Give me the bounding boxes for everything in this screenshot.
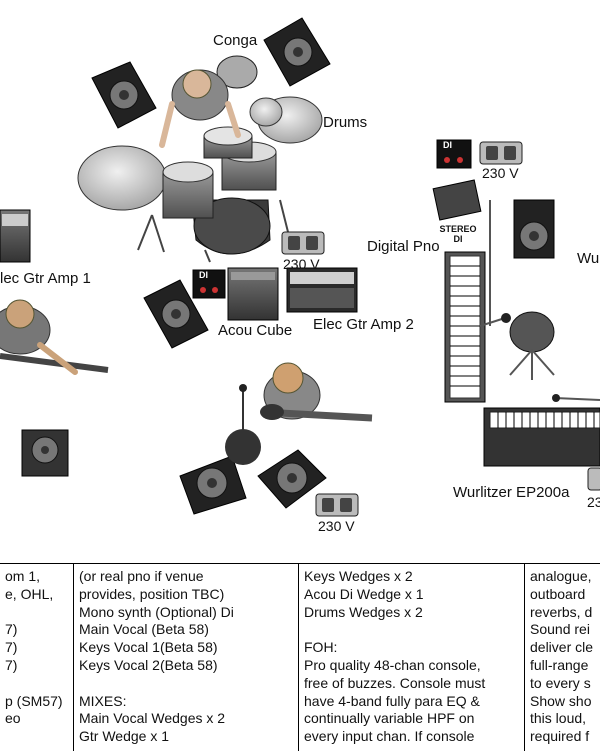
note-line: Acou Di Wedge x 1 [304, 585, 424, 602]
monitor-wedge-4 [179, 455, 247, 515]
power-outlet-3 [315, 493, 359, 517]
note-line: Show sho [530, 692, 592, 709]
monitor-wedge-5 [257, 449, 327, 509]
power-outlet-2 [479, 141, 523, 165]
digital-piano [444, 251, 486, 403]
notes-column-2: (or real pno if venue provides, position… [73, 564, 298, 751]
stage-plot-graphics [0, 17, 600, 517]
label-acou-cube: Acou Cube [218, 322, 293, 339]
monitor-wedge-3 [143, 279, 209, 349]
di-box-left [192, 269, 226, 299]
note-line: e, OHL, [5, 585, 54, 602]
mic-stand-center [225, 384, 261, 465]
stage-plot-diagram: Conga Drums lec Gtr Amp 1 Acou Cube Elec… [0, 17, 600, 534]
label-conga: Conga [213, 32, 258, 49]
note-line: eo [5, 710, 21, 727]
note-line: Main Vocal Wedges x 2 [79, 710, 226, 727]
note-line: Sound rei [530, 621, 590, 638]
power-label-3: 230 V [318, 518, 355, 534]
note-line: MIXES: [79, 692, 127, 709]
label-elec-gtr-amp-2: Elec Gtr Amp 2 [313, 316, 414, 333]
note-line: om 1, [5, 568, 41, 584]
note-line: continually variable HPF on [304, 710, 475, 727]
note-line: p (SM57) [5, 692, 63, 709]
note-line: Gtr Wedge x 1 [79, 728, 170, 745]
note-line: free of buzzes. Console must [304, 674, 486, 691]
note-line: deliver cle [530, 639, 594, 656]
monitor-wedge-1 [91, 61, 157, 129]
note-line: (or real pno if venue [79, 568, 204, 584]
note-line: have 4-band fully para EQ & [304, 692, 480, 709]
stereo-di-line1: STEREO [439, 224, 477, 234]
drummer-figure [159, 69, 241, 148]
note-line: to every s [530, 674, 591, 691]
di-box-right [436, 139, 472, 169]
note-line: Mono synth (Optional) Di [79, 603, 234, 620]
label-drums: Drums [323, 114, 368, 131]
label-di-left: DI [199, 270, 208, 280]
note-line [5, 604, 69, 622]
power-label-4: 23 [587, 494, 600, 510]
note-line: Pro quality 48-chan console, [304, 656, 481, 673]
note-line: every input chan. If console [304, 728, 475, 745]
label-elec-gtr-amp-1: lec Gtr Amp 1 [0, 270, 91, 287]
guitarist-left [0, 299, 109, 375]
power-outlet-1 [281, 231, 325, 255]
label-di-right: DI [443, 140, 452, 150]
label-digital-pno: Digital Pno [367, 238, 440, 255]
notes-column-3: Keys Wedges x 2 Acou Di Wedge x 1 Drums … [298, 564, 524, 751]
note-line: 7) [5, 639, 18, 656]
label-wurlitzer: Wurlitzer EP200a [453, 484, 570, 501]
crash-cymbal [77, 145, 167, 211]
note-line [5, 675, 69, 693]
note-line: Main Vocal (Beta 58) [79, 621, 209, 638]
power-label-2: 230 V [482, 165, 519, 181]
note-line: 7) [5, 621, 18, 638]
power-outlet-4 [587, 467, 600, 491]
note-line: FOH: [304, 639, 338, 656]
note-line: reverbs, d [530, 603, 593, 620]
note-line: 7) [5, 656, 18, 673]
notes-column-1: om 1, e, OHL, 7) 7) 7) p (SM57) eo [0, 564, 73, 751]
note-line: analogue, [530, 568, 592, 584]
label-wurlitzer-partial: Wu [577, 250, 600, 267]
note-line: provides, position TBC) [79, 585, 225, 602]
note-line: Drums Wedges x 2 [304, 603, 423, 620]
monitor-wedge-7 [513, 199, 555, 259]
note-line: Keys Vocal 2(Beta 58) [79, 656, 218, 673]
note-line: outboard [530, 585, 586, 602]
stereo-di-box [432, 179, 482, 221]
note-line: Keys Vocal 1(Beta 58) [79, 639, 218, 656]
note-line: this loud, [530, 710, 587, 727]
note-line: Keys Wedges x 2 [304, 568, 413, 584]
stereo-di-line2: DI [453, 234, 463, 244]
note-line: full-range [530, 656, 589, 673]
conga-drum [216, 55, 258, 89]
note-line [79, 675, 294, 693]
drum-kit [77, 55, 323, 263]
note-line [304, 621, 520, 639]
elec-gtr-amp-1 [0, 209, 31, 263]
tech-notes-table: om 1, e, OHL, 7) 7) 7) p (SM57) eo (or r… [0, 563, 600, 751]
guitarist-center [260, 362, 373, 422]
hihat-cymbal [249, 97, 283, 127]
notes-column-4: analogue, outboard reverbs, d Sound rei … [524, 564, 600, 751]
mic-stand-keys [479, 200, 600, 402]
acou-cube-amp [227, 267, 279, 321]
monitor-wedge-2 [263, 17, 331, 87]
elec-gtr-amp-2 [286, 267, 358, 313]
power-label-1: 230 V [283, 256, 320, 272]
monitor-wedge-6 [21, 429, 69, 477]
wurlitzer-keyboard [483, 407, 600, 467]
keys-stool [509, 311, 555, 380]
note-line: required f [530, 728, 590, 745]
